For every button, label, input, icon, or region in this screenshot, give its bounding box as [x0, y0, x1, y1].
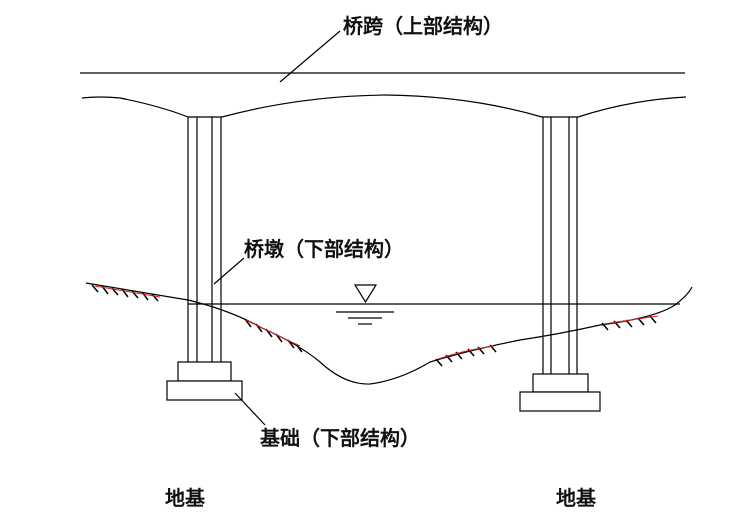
bank-red-accents	[94, 285, 659, 360]
left-pier	[187, 117, 222, 362]
riverbed-ground-line	[85, 282, 693, 385]
left-foundation	[166, 361, 243, 401]
deck-bottom-curve	[81, 94, 687, 118]
water-level-triangle-icon	[336, 284, 394, 325]
bridge-deck	[80, 72, 687, 118]
span-leader-line	[279, 30, 341, 83]
ground-label-left: 地基	[165, 486, 206, 510]
pier-label: 桥墩（下部结构）	[244, 237, 404, 261]
span-label: 桥跨（上部结构）	[343, 14, 503, 38]
foundation-label: 基础（下部结构）	[260, 426, 420, 450]
pier-leader-line	[213, 257, 245, 285]
right-bank-hatching	[435, 315, 657, 367]
ground-label-right: 地基	[556, 486, 597, 510]
right-foundation	[519, 373, 601, 412]
foundation-leader-line	[234, 392, 266, 426]
leader-lines	[213, 30, 341, 426]
